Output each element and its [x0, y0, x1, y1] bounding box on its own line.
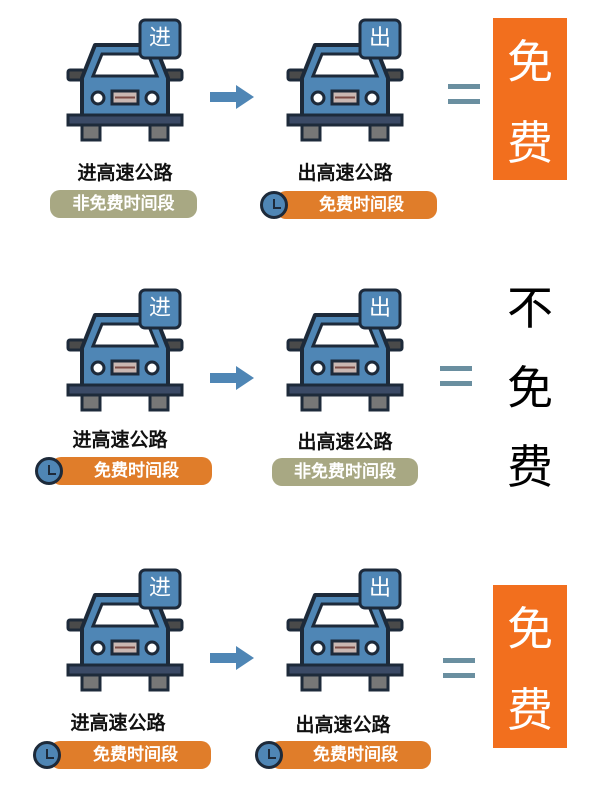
entry-label: 进高速公路 [72, 429, 168, 451]
entry-label: 进高速公路 [77, 162, 173, 184]
exit-badge: 出 [368, 26, 391, 51]
clock-icon [260, 191, 288, 219]
entry-time-pill: 非免费时间段 [50, 190, 197, 218]
result-char: 免 [507, 601, 553, 656]
clock-icon [35, 457, 63, 485]
entry-car-icon: 进 [60, 288, 190, 418]
result-not-free: 不 免 费 [500, 272, 560, 497]
equals-icon [443, 658, 475, 678]
exit-car-icon: 出 [280, 18, 410, 148]
result-char: 费 [507, 683, 553, 738]
arrow-right-icon [210, 85, 254, 109]
exit-badge: 出 [368, 576, 391, 601]
exit-label: 出高速公路 [297, 431, 393, 453]
result-char: 不 [507, 281, 553, 335]
result-free: 免 费 [493, 18, 567, 180]
exit-car-icon: 出 [280, 288, 410, 418]
result-char: 费 [507, 440, 553, 494]
entry-badge: 进 [148, 576, 171, 601]
arrow-right-icon [210, 366, 254, 390]
entry-badge: 进 [148, 296, 171, 321]
exit-time-pill: 免费时间段 [270, 741, 431, 769]
entry-car-icon: 进 [60, 568, 190, 698]
entry-time-pill: 免费时间段 [50, 741, 211, 769]
exit-label: 出高速公路 [297, 162, 393, 184]
entry-time-pill: 免费时间段 [51, 457, 212, 485]
arrow-right-icon [210, 646, 254, 670]
exit-car-icon: 出 [280, 568, 410, 698]
clock-icon [255, 741, 283, 769]
result-char: 费 [507, 115, 553, 170]
entry-label: 进高速公路 [70, 712, 166, 734]
exit-badge: 出 [368, 296, 391, 321]
exit-time-pill: 非免费时间段 [272, 458, 418, 486]
clock-icon [33, 741, 61, 769]
equals-icon [440, 366, 472, 386]
entry-car-icon: 进 [60, 18, 190, 148]
result-char: 免 [507, 34, 553, 89]
entry-badge: 进 [148, 26, 171, 51]
result-free: 免 费 [493, 585, 567, 748]
equals-icon [448, 84, 480, 104]
exit-label: 出高速公路 [295, 714, 391, 736]
exit-time-pill: 免费时间段 [276, 191, 437, 219]
result-char: 免 [507, 360, 553, 415]
